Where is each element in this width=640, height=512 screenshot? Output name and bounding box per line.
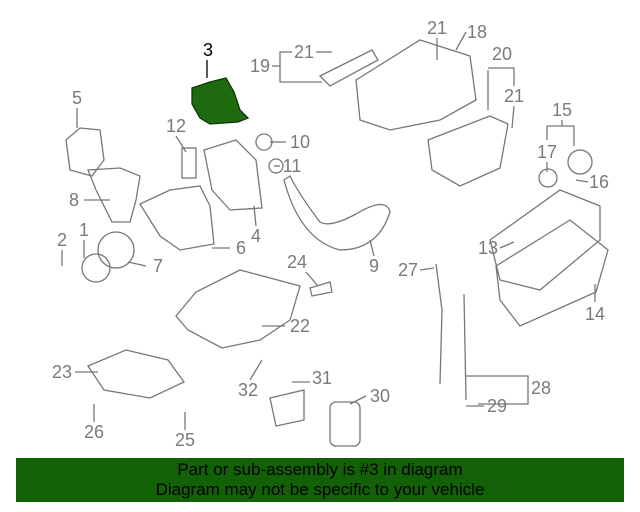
callout-10[interactable]: 10 [289, 132, 311, 152]
callout-21[interactable]: 21 [293, 42, 315, 62]
callout-21[interactable]: 21 [503, 86, 525, 106]
callout-5[interactable]: 5 [71, 88, 83, 108]
callout-9[interactable]: 9 [368, 256, 380, 276]
callout-16[interactable]: 16 [588, 172, 610, 192]
leader-lines [61, 31, 596, 430]
callout-27[interactable]: 27 [397, 260, 419, 280]
info-banner: Part or sub-assembly is #3 in diagram Di… [16, 458, 624, 502]
callout-12[interactable]: 12 [165, 116, 187, 136]
part-3-highlighted[interactable] [191, 77, 250, 125]
banner-part-note: Part or sub-assembly is #3 in diagram [177, 460, 463, 479]
callout-13[interactable]: 13 [477, 238, 499, 258]
other-parts [65, 39, 609, 447]
callout-29[interactable]: 29 [486, 396, 508, 416]
callout-6[interactable]: 6 [235, 238, 247, 258]
callout-14[interactable]: 14 [584, 304, 606, 324]
callout-25[interactable]: 25 [174, 430, 196, 450]
callout-11[interactable]: 11 [282, 156, 302, 176]
callout-3[interactable]: 3 [202, 40, 214, 60]
callout-32[interactable]: 32 [237, 380, 259, 400]
callout-20[interactable]: 20 [491, 44, 513, 64]
callout-18[interactable]: 18 [466, 22, 488, 42]
callout-15[interactable]: 15 [551, 100, 573, 120]
callout-19[interactable]: 19 [249, 56, 271, 76]
callout-4[interactable]: 4 [250, 226, 262, 246]
callout-23[interactable]: 23 [51, 362, 73, 382]
banner-disclaimer: Diagram may not be specific to your vehi… [155, 480, 485, 499]
callout-22[interactable]: 22 [289, 316, 311, 336]
callout-7[interactable]: 7 [152, 256, 164, 276]
callout-24[interactable]: 24 [286, 252, 308, 272]
callout-28[interactable]: 28 [530, 378, 552, 398]
callout-17[interactable]: 17 [536, 142, 558, 162]
callout-26[interactable]: 26 [83, 422, 105, 442]
callout-21[interactable]: 21 [426, 18, 448, 38]
callout-1[interactable]: 1 [78, 220, 90, 240]
callout-31[interactable]: 31 [311, 368, 333, 388]
callout-30[interactable]: 30 [369, 386, 391, 406]
callout-8[interactable]: 8 [68, 190, 80, 210]
callout-2[interactable]: 2 [56, 230, 68, 250]
